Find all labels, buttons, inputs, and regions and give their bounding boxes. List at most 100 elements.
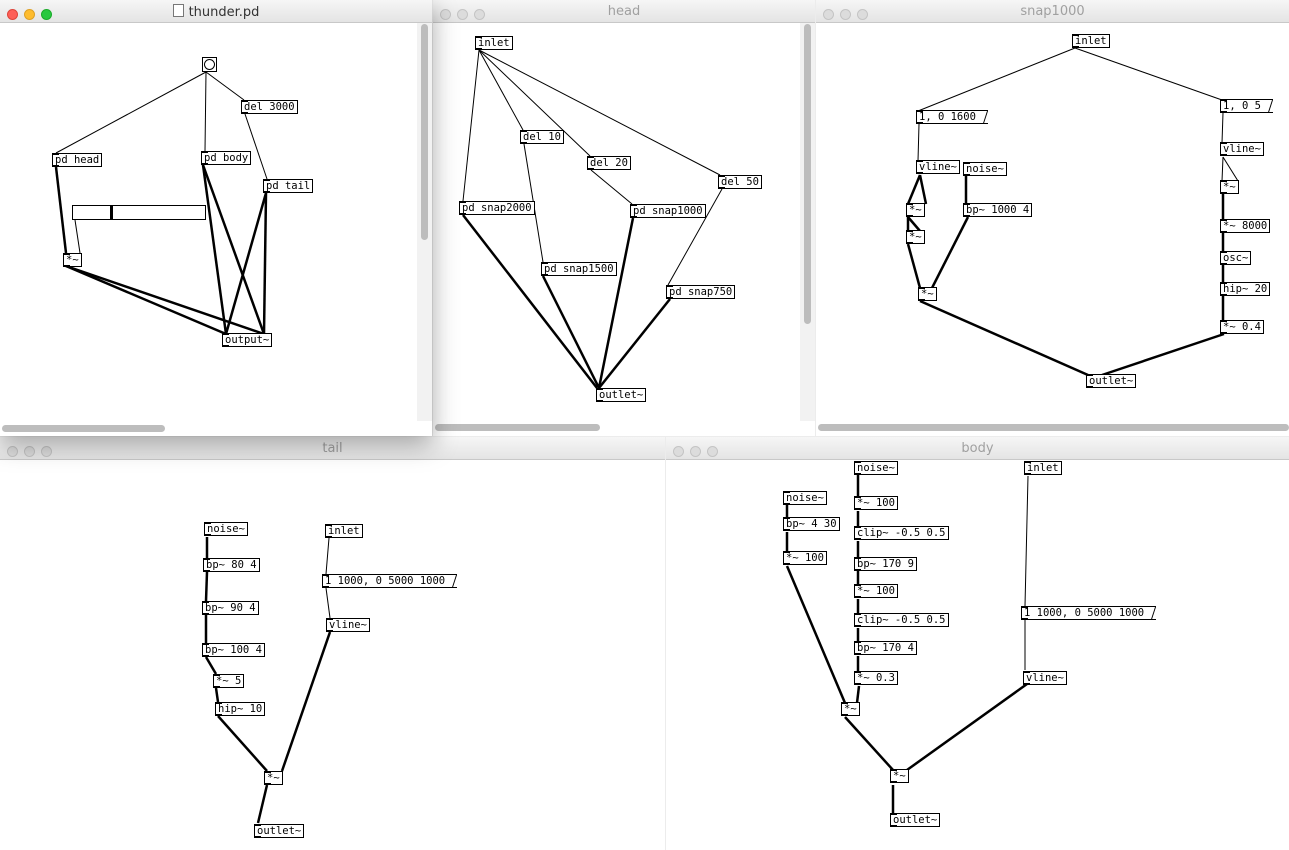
subpatch-body[interactable]: pd body	[201, 151, 252, 165]
window-title: tail	[322, 441, 343, 456]
bang-button[interactable]	[202, 57, 217, 72]
window-title: body	[961, 441, 994, 456]
output-object[interactable]: output~	[222, 333, 273, 347]
window-controls	[7, 442, 58, 461]
multiply-100-object[interactable]: *~ 100	[854, 496, 898, 510]
zoom-button[interactable]	[707, 446, 718, 457]
multiply-object[interactable]: *~	[1220, 180, 1239, 194]
subpatch-snap1000[interactable]: pd snap1000	[630, 204, 706, 218]
subpatch-head[interactable]: pd head	[52, 153, 103, 167]
multiply-object[interactable]: *~	[906, 203, 925, 217]
bandpass-object[interactable]: bp~ 1000 4	[963, 203, 1033, 217]
message-envelope[interactable]: 1 1000, 0 5000 1000	[1021, 606, 1157, 620]
outlet-object[interactable]: outlet~	[596, 388, 647, 402]
titlebar[interactable]: body	[666, 437, 1289, 460]
volume-slider[interactable]	[72, 205, 206, 220]
window-thunder[interactable]: thunder.pd del 3000 pd head pd body pd t…	[0, 0, 432, 436]
bang-circle-icon	[204, 59, 215, 70]
vertical-scrollbar[interactable]	[804, 24, 811, 324]
bandpass-object[interactable]: bp~ 100 4	[202, 643, 265, 657]
minimize-button[interactable]	[24, 446, 35, 457]
window-snap1000[interactable]: snap1000 inlet 1, 0 1600 1, 0 5 vline~ n…	[816, 0, 1289, 436]
multiply-0.3-object[interactable]: *~ 0.3	[854, 671, 898, 685]
outlet-object[interactable]: outlet~	[254, 824, 305, 838]
horizontal-scrollbar[interactable]	[435, 424, 600, 431]
titlebar[interactable]: snap1000	[816, 0, 1289, 23]
close-button[interactable]	[673, 446, 684, 457]
multiply-5-object[interactable]: *~ 5	[213, 674, 245, 688]
inlet-object[interactable]: inlet	[1072, 34, 1110, 48]
horizontal-scrollbar[interactable]	[2, 425, 165, 432]
slider-knob[interactable]	[110, 206, 113, 219]
minimize-button[interactable]	[690, 446, 701, 457]
noise-object[interactable]: noise~	[783, 491, 827, 505]
subpatch-snap750[interactable]: pd snap750	[666, 285, 736, 299]
message-flag	[451, 574, 458, 588]
bandpass-object[interactable]: bp~ 80 4	[203, 558, 260, 572]
delay-20-object[interactable]: del 20	[587, 156, 631, 170]
clip-object[interactable]: clip~ -0.5 0.5	[854, 613, 949, 627]
bandpass-object[interactable]: bp~ 90 4	[202, 601, 259, 615]
delay-10-object[interactable]: del 10	[520, 130, 564, 144]
noise-object[interactable]: noise~	[963, 162, 1007, 176]
multiply-8000-object[interactable]: *~ 8000	[1220, 219, 1271, 233]
multiply-object[interactable]: *~	[264, 771, 283, 785]
zoom-button[interactable]	[41, 9, 52, 20]
subpatch-snap2000[interactable]: pd snap2000	[459, 201, 535, 215]
close-button[interactable]	[7, 9, 18, 20]
vline-object[interactable]: vline~	[916, 160, 960, 174]
delay-3000-object[interactable]: del 3000	[241, 100, 298, 114]
subpatch-snap1500[interactable]: pd snap1500	[541, 262, 617, 276]
bandpass-object[interactable]: bp~ 170 9	[854, 557, 917, 571]
minimize-button[interactable]	[457, 9, 468, 20]
window-body[interactable]: body noise~ bp~ 4 30 *~ 100 noise~ *~ 10…	[666, 437, 1289, 850]
titlebar[interactable]: tail	[0, 437, 665, 460]
multiply-0.4-object[interactable]: *~ 0.4	[1220, 320, 1264, 334]
window-head[interactable]: head inlet del 10 del 20 del 50 pd snap2…	[433, 0, 815, 436]
delay-50-object[interactable]: del 50	[718, 175, 762, 189]
inlet-object[interactable]: inlet	[325, 524, 363, 538]
patch-cords	[204, 537, 332, 824]
window-title: thunder.pd	[0, 4, 432, 20]
horizontal-scrollbar[interactable]	[818, 424, 1289, 431]
noise-object[interactable]: noise~	[204, 522, 248, 536]
vline-object[interactable]: vline~	[1220, 142, 1264, 156]
multiply-object[interactable]: *~	[63, 253, 82, 267]
multiply-100-object[interactable]: *~ 100	[783, 551, 827, 565]
oscillator-object[interactable]: osc~	[1220, 251, 1252, 265]
zoom-button[interactable]	[857, 9, 868, 20]
noise-object[interactable]: noise~	[854, 461, 898, 475]
bandpass-object[interactable]: bp~ 170 4	[854, 641, 917, 655]
multiply-100-object[interactable]: *~ 100	[854, 584, 898, 598]
close-button[interactable]	[440, 9, 451, 20]
message-1-0-1600[interactable]: 1, 0 1600	[916, 110, 988, 124]
message-1-0-5[interactable]: 1, 0 5	[1220, 99, 1273, 113]
multiply-object[interactable]: *~	[841, 702, 860, 716]
close-button[interactable]	[823, 9, 834, 20]
inlet-object[interactable]: inlet	[1024, 461, 1062, 475]
zoom-button[interactable]	[474, 9, 485, 20]
message-flag	[1266, 99, 1273, 113]
vline-object[interactable]: vline~	[1023, 671, 1067, 685]
outlet-object[interactable]: outlet~	[1086, 374, 1137, 388]
titlebar[interactable]: thunder.pd	[0, 0, 432, 23]
minimize-button[interactable]	[840, 9, 851, 20]
titlebar[interactable]: head	[433, 0, 815, 23]
inlet-object[interactable]: inlet	[475, 36, 513, 50]
minimize-button[interactable]	[24, 9, 35, 20]
bandpass-object[interactable]: bp~ 4 30	[783, 517, 840, 531]
clip-object[interactable]: clip~ -0.5 0.5	[854, 526, 949, 540]
multiply-object[interactable]: *~	[890, 769, 909, 783]
vline-object[interactable]: vline~	[326, 618, 370, 632]
close-button[interactable]	[7, 446, 18, 457]
multiply-object[interactable]: *~	[906, 230, 925, 244]
outlet-object[interactable]: outlet~	[890, 813, 941, 827]
highpass-object[interactable]: hip~ 20	[1220, 282, 1271, 296]
zoom-button[interactable]	[41, 446, 52, 457]
subpatch-tail[interactable]: pd tail	[263, 179, 314, 193]
window-tail[interactable]: tail noise~ bp~ 80 4 bp~ 90 4 bp~ 100 4 …	[0, 437, 665, 850]
highpass-object[interactable]: hip~ 10	[215, 702, 266, 716]
vertical-scrollbar[interactable]	[421, 24, 428, 240]
message-envelope[interactable]: 1 1000, 0 5000 1000	[322, 574, 458, 588]
multiply-object[interactable]: *~	[918, 287, 937, 301]
